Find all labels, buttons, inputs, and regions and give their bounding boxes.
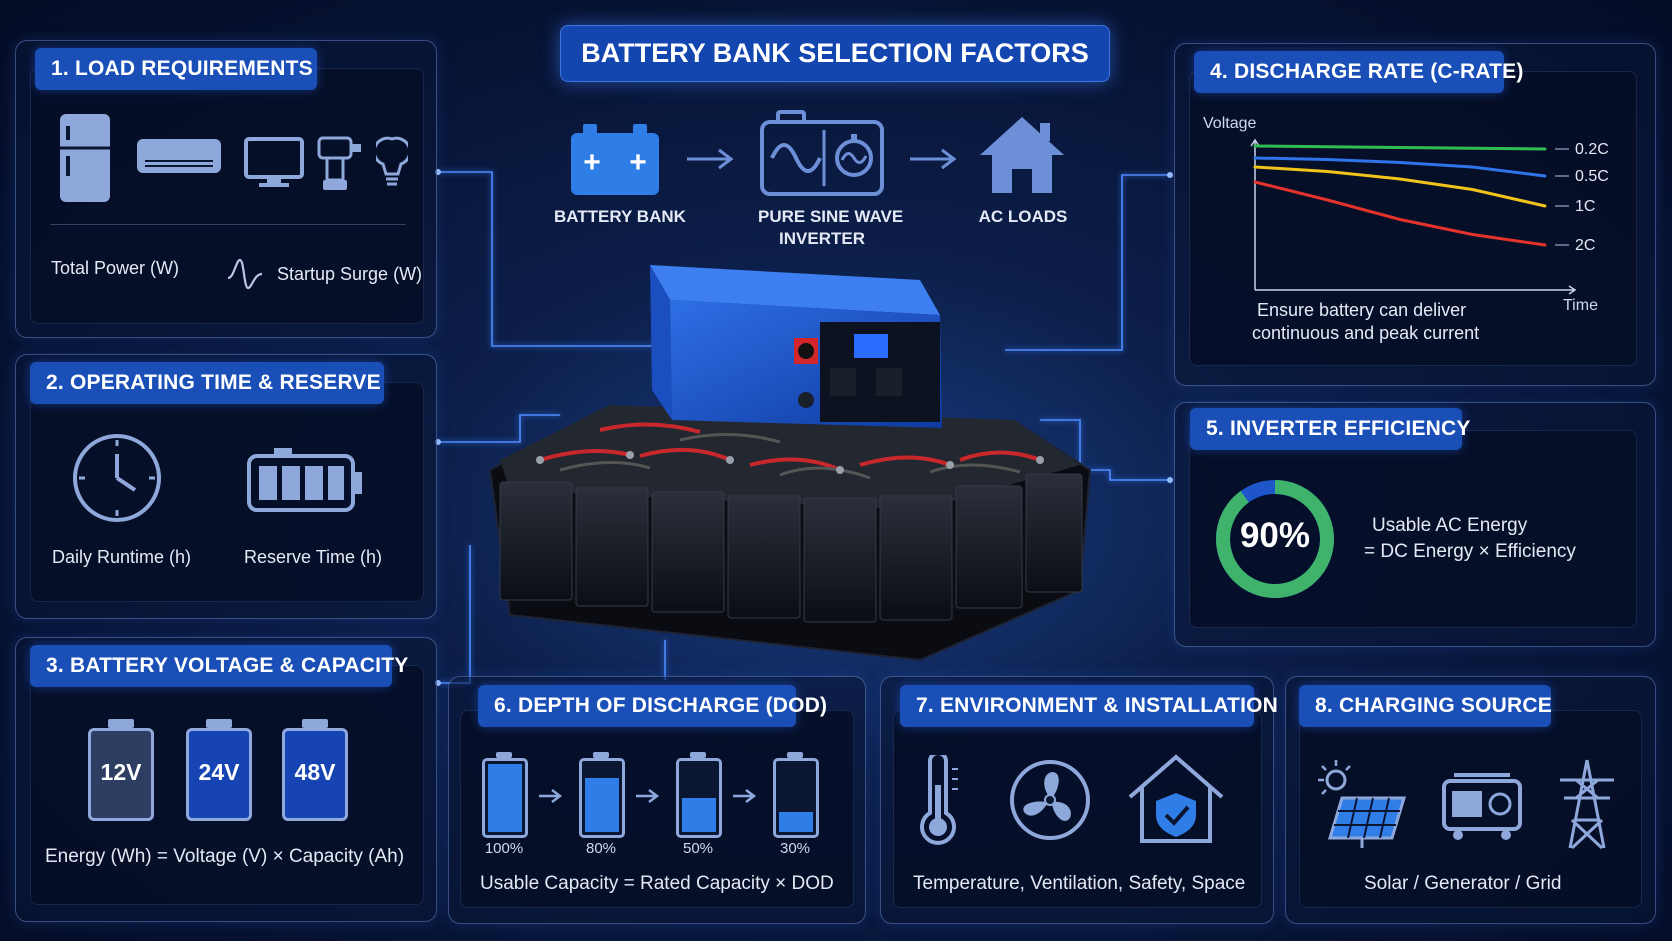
inverter-icon — [760, 110, 884, 196]
panel-title-environment: 7. ENVIRONMENT & INSTALLATION — [900, 685, 1278, 727]
startup-surge-label: Startup Surge (W) — [277, 264, 423, 284]
efficiency-ring — [1216, 480, 1334, 598]
ac-loads-label: AC LOADS — [978, 207, 1068, 226]
legend-label: 0.2C — [1575, 141, 1609, 158]
series-line-0.5C — [1253, 156, 1547, 178]
efficiency-formula-line2: = DC Energy × Efficiency — [1364, 541, 1576, 562]
inverter-label-line2: INVERTER — [779, 229, 865, 248]
arrow-right-icon — [687, 148, 734, 170]
dod-fill — [779, 811, 813, 832]
chart-ylabel: Voltage — [1203, 115, 1257, 132]
voltage-label: 24V — [198, 759, 240, 785]
inverter-unit — [650, 265, 942, 428]
panel-title-dod: 6. DEPTH OF DISCHARGE (DOD) — [478, 685, 827, 727]
panel-title-discharge: 4. DISCHARGE RATE (C-RATE) — [1194, 51, 1523, 93]
daily-runtime-label: Daily Runtime (h) — [52, 547, 192, 567]
generator-icon — [1442, 773, 1522, 840]
panel-title-operating: 2. OPERATING TIME & RESERVE — [30, 362, 384, 404]
battery-12v: 12V — [88, 719, 154, 821]
charging-caption: Solar / Generator / Grid — [1364, 873, 1562, 894]
air-conditioner-icon — [137, 139, 221, 173]
y-axis-arrow — [1250, 138, 1260, 147]
ventilation-fan-icon — [1010, 760, 1090, 840]
power-grid-tower-icon — [1560, 759, 1614, 850]
panel-discharge-inner — [1189, 71, 1637, 366]
panel-title-voltage: 3. BATTERY VOLTAGE & CAPACITY — [30, 645, 408, 687]
clock-icon — [73, 434, 161, 522]
dod-battery: 50% — [674, 752, 734, 862]
discharge-note-line1: Ensure battery can deliver — [1257, 300, 1467, 320]
thermometer-icon — [920, 755, 958, 845]
legend-label: 0.5C — [1575, 168, 1609, 185]
dod-level-label: 80% — [585, 840, 617, 857]
flow-diagram: + + BATTERY BANK PURE SINE WAVE INVERTER… — [540, 105, 1100, 260]
dod-fill — [585, 777, 619, 832]
total-power-label: Total Power (W) — [51, 258, 180, 278]
reserve-time-label: Reserve Time (h) — [244, 547, 383, 567]
dod-level-label: 30% — [779, 840, 811, 857]
svg-text:+: + — [629, 146, 647, 179]
dod-fill — [682, 798, 716, 832]
battery-48v: 48V — [282, 719, 348, 821]
dod-battery: 100% — [480, 752, 540, 862]
inverter-label-line1: PURE SINE WAVE — [758, 207, 904, 226]
safe-home-icon — [1128, 754, 1224, 843]
legend-label: 2C — [1575, 237, 1595, 254]
efficiency-value: 90% — [1239, 516, 1311, 555]
divider — [50, 224, 406, 225]
arrow-right-icon — [636, 789, 660, 803]
panel-title-charging: 8. CHARGING SOURCE — [1299, 685, 1552, 727]
arrow-right-icon — [539, 789, 563, 803]
dod-battery-row: 100% 80% 50% 30% — [480, 752, 840, 862]
battery-full-icon — [247, 448, 362, 512]
x-axis-arrow — [1568, 285, 1577, 295]
panel-title-load: 1. LOAD REQUIREMENTS — [35, 48, 317, 90]
battery-bank-label: BATTERY BANK — [554, 207, 686, 226]
battery-row — [499, 473, 1083, 623]
legend-label: 1C — [1575, 198, 1595, 215]
svg-text:+: + — [583, 146, 601, 179]
solar-panel-icon — [1318, 760, 1407, 848]
power-drill-icon — [317, 136, 361, 190]
surge-wave-icon — [227, 258, 263, 290]
series-line-2C — [1253, 180, 1547, 247]
energy-formula: Energy (Wh) = Voltage (V) × Capacity (Ah… — [45, 846, 405, 867]
efficiency-formula-line1: Usable AC Energy — [1372, 515, 1528, 536]
refrigerator-icon — [60, 114, 110, 202]
main-title-banner: BATTERY BANK SELECTION FACTORS — [560, 25, 1110, 82]
arrow-right-icon — [733, 789, 757, 803]
light-bulb-icon — [376, 136, 408, 186]
dod-formula: Usable Capacity = Rated Capacity × DOD — [480, 873, 834, 894]
main-title: BATTERY BANK SELECTION FACTORS — [581, 38, 1089, 68]
panel-env-inner — [893, 710, 1262, 908]
chart-xlabel: Time — [1563, 297, 1598, 314]
c-rate-chart: 0.2C 0.5C 1C 2C — [1250, 138, 1609, 295]
dod-level-label: 50% — [682, 840, 714, 857]
dod-fill — [488, 764, 522, 832]
environment-caption: Temperature, Ventilation, Safety, Space — [913, 873, 1246, 894]
panel-title-efficiency: 5. INVERTER EFFICIENCY — [1190, 408, 1470, 450]
series-line-1C — [1253, 165, 1547, 208]
battery-bank-icon: + + — [571, 124, 659, 195]
dod-battery: 30% — [771, 752, 831, 862]
house-icon — [980, 117, 1064, 193]
voltage-label: 48V — [294, 759, 336, 785]
dod-level-label: 100% — [484, 840, 524, 857]
discharge-note-line2: continuous and peak current — [1252, 323, 1480, 343]
battery-24v: 24V — [186, 719, 252, 821]
battery-bank-illustration — [488, 265, 1092, 662]
arrow-right-icon — [910, 148, 957, 170]
ring-fill — [1216, 480, 1334, 598]
series-line-0.2C — [1253, 144, 1547, 151]
voltage-label: 12V — [100, 759, 142, 785]
dod-battery: 80% — [577, 752, 637, 862]
computer-icon — [244, 137, 304, 187]
